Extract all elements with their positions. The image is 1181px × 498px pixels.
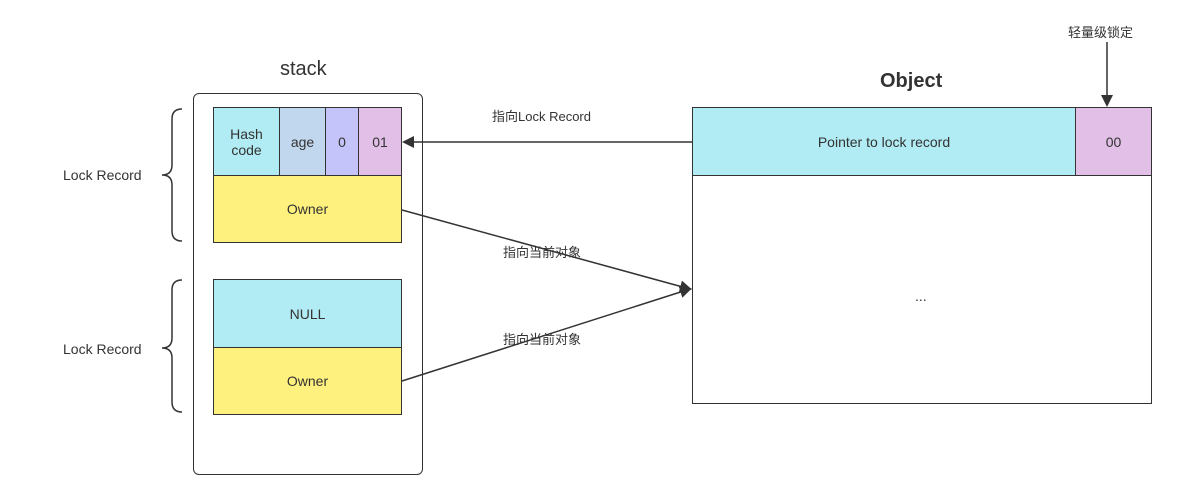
object-title: Object	[880, 70, 943, 92]
owner-cell-1: Owner	[213, 175, 402, 243]
lock-record-label-2: Lock Record	[63, 341, 142, 357]
lock-bits-cell: 01	[358, 107, 402, 176]
null-text: NULL	[289, 305, 326, 322]
age-text: age	[290, 133, 315, 150]
object-lock-bits-cell: 00	[1075, 107, 1152, 176]
lock-record-brace-1	[161, 108, 183, 242]
stack-title: stack	[280, 58, 327, 80]
owner-cell-2: Owner	[213, 347, 402, 415]
hash-code-text: Hash code	[230, 125, 263, 158]
pointer-cell: Pointer to lock record	[692, 107, 1076, 176]
owner-text-2: Owner	[286, 373, 329, 389]
lock-record-brace-2	[161, 279, 183, 413]
age-cell: age	[279, 107, 326, 176]
owner-arrow-2	[401, 286, 692, 382]
owner-arrow-1	[401, 209, 692, 293]
owner-text-1: Owner	[286, 201, 329, 217]
lock-bits-text: 01	[372, 133, 388, 150]
arrow-label-to-object-1: 指向当前对象	[503, 245, 582, 260]
pointer-text: Pointer to lock record	[817, 133, 951, 150]
hash-code-cell: Hash code	[213, 107, 280, 176]
null-cell: NULL	[213, 279, 402, 348]
stack-container	[193, 93, 423, 475]
arrow-label-to-lock-record: 指向Lock Record	[492, 109, 591, 124]
object-ellipsis: ...	[915, 288, 927, 304]
lock-record-label-1: Lock Record	[63, 167, 142, 183]
object-lock-bits-text: 00	[1105, 133, 1122, 150]
bias-bit-text: 0	[338, 133, 346, 150]
lightweight-lock-callout: 轻量级锁定	[1068, 25, 1134, 40]
